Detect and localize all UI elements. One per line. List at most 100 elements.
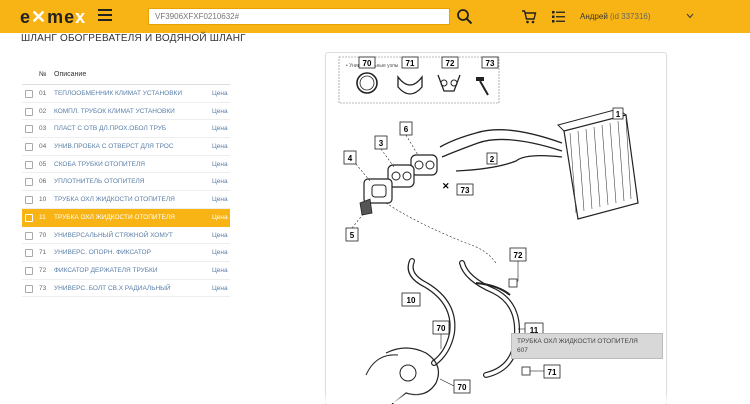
row-desc-link[interactable]: ТРУБКА ОХЛ ЖИДКОСТИ ОТОПИТЕЛЯ — [54, 196, 175, 204]
label-70[interactable]: 70 — [432, 320, 450, 335]
price-link[interactable]: Цена — [212, 90, 228, 97]
row-desc-link[interactable]: УНИВЕРС. БОЛТ СВ.Х РАДИАЛЬНЫЙ — [54, 284, 171, 292]
label-70-pump[interactable]: 70 — [453, 379, 471, 394]
diagram-drawing: • Универсальные узлы 70 71 72 73 1 2 6 3 — [338, 56, 639, 404]
label-71[interactable]: 71 — [543, 364, 561, 379]
svg-text:6: 6 — [404, 125, 409, 134]
svg-text:3: 3 — [379, 139, 384, 148]
price-link[interactable]: Цена — [212, 143, 228, 151]
chevron-down-icon[interactable] — [686, 13, 694, 19]
search-input[interactable]: VF3906XFXF0210632# — [148, 8, 450, 25]
user-menu[interactable]: Андрей (id 337316) — [580, 12, 651, 21]
row-desc-link[interactable]: КОМПЛ. ТРУБОК КЛИМАТ УСТАНОВКИ — [54, 107, 175, 115]
row-checkbox[interactable] — [25, 178, 33, 187]
row-desc-link[interactable]: СКОБА ТРУБКИ ОТОПИТЕЛЯ — [54, 160, 145, 168]
row-checkbox[interactable] — [25, 266, 33, 275]
parts-diagram: • Универсальные узлы 70 71 72 73 1 2 6 3 — [325, 52, 667, 404]
table-header: № Описание — [22, 66, 230, 85]
price-link[interactable]: Цена — [212, 196, 228, 204]
svg-text:71: 71 — [548, 368, 557, 377]
svg-text:73: 73 — [486, 59, 495, 68]
row-checkbox[interactable] — [25, 107, 33, 116]
row-desc-link[interactable]: УНИВ.ПРОБКА С ОТВЕРСТ ДЛЯ ТРОС — [54, 143, 174, 151]
label-72[interactable]: 72 — [509, 247, 527, 262]
logo-x: ✕ — [31, 7, 48, 27]
row-checkbox[interactable] — [25, 249, 33, 258]
label-4[interactable]: 4 — [343, 150, 357, 165]
price-link[interactable]: Цена — [212, 213, 228, 221]
tooltip-code: 607 — [517, 347, 528, 355]
header-desc: Описание — [54, 71, 87, 78]
svg-text:70: 70 — [437, 324, 446, 333]
label-71-top[interactable]: 71 — [401, 56, 419, 69]
row-desc-link[interactable]: ТЕПЛООБМЕННИК КЛИМАТ УСТАНОВКИ — [54, 90, 183, 97]
label-73-top[interactable]: 73 — [481, 56, 499, 69]
svg-text:71: 71 — [406, 59, 415, 68]
row-desc-link[interactable]: УНИВЕРС. ОПОРН. ФИКСАТОР — [54, 249, 151, 257]
logo[interactable]: e✕mex — [20, 7, 87, 27]
label-3[interactable]: 3 — [374, 135, 388, 150]
svg-text:73: 73 — [461, 186, 470, 195]
svg-text:10: 10 — [407, 296, 416, 305]
price-link[interactable]: Цена — [212, 231, 228, 239]
label-73[interactable]: 73 — [456, 183, 474, 196]
row-desc-link[interactable]: УНИВЕРСАЛЬНЫЙ СТЯЖНОЙ ХОМУТ — [54, 231, 173, 239]
row-desc-link[interactable]: ТРУБКА ОХЛ ЖИДКОСТИ ОТОПИТЕЛЯ — [54, 213, 175, 221]
row-checkbox[interactable] — [25, 125, 33, 134]
svg-text:2: 2 — [490, 155, 495, 164]
bottom-fade — [0, 393, 750, 403]
row-desc-link[interactable]: ФИКСАТОР ДЕРЖАТЕЛЯ ТРУБКИ — [54, 266, 158, 274]
row-checkbox[interactable] — [25, 196, 33, 205]
svg-text:5: 5 — [350, 231, 355, 240]
label-10[interactable]: 10 — [401, 292, 421, 307]
row-desc-link[interactable]: УПЛОТНИТЕЛЬ ОТОПИТЕЛЯ — [54, 178, 145, 186]
tooltip-title: ТРУБКА ОХЛ ЖИДКОСТИ ОТОПИТЕЛЯ — [517, 338, 638, 345]
price-link[interactable]: Цена — [212, 178, 228, 186]
svg-text:72: 72 — [514, 251, 523, 260]
price-link[interactable]: Цена — [212, 107, 228, 115]
row-checkbox[interactable] — [25, 284, 33, 293]
svg-text:72: 72 — [446, 59, 455, 68]
search-icon[interactable] — [456, 8, 474, 25]
svg-text:11: 11 — [530, 326, 539, 335]
menu-icon[interactable] — [98, 9, 112, 21]
row-desc-link[interactable]: ПЛАСТ С ОТВ ДЛ.ПРОХ.ОБОЛ ТРУБ — [54, 125, 167, 133]
price-link[interactable]: Цена — [212, 284, 228, 292]
row-checkbox[interactable] — [25, 160, 33, 169]
row-checkbox[interactable] — [25, 90, 33, 98]
label-2[interactable]: 2 — [486, 152, 498, 165]
label-70-top[interactable]: 70 — [358, 56, 376, 69]
svg-text:✕: ✕ — [442, 181, 450, 191]
row-checkbox[interactable] — [25, 231, 33, 240]
label-72-top[interactable]: 72 — [441, 56, 459, 69]
svg-text:1: 1 — [616, 110, 621, 119]
svg-text:4: 4 — [348, 154, 353, 163]
price-link[interactable]: Цена — [212, 125, 228, 133]
heater-core — [557, 108, 639, 220]
price-link[interactable]: Цена — [212, 160, 228, 168]
row-checkbox[interactable] — [25, 143, 33, 152]
label-6[interactable]: 6 — [399, 121, 413, 136]
cart-icon[interactable] — [521, 9, 537, 24]
page-title: ШЛАНГ ОБОГРЕВАТЕЛЯ И ВОДЯНОЙ ШЛАНГ — [21, 33, 246, 44]
label-5[interactable]: 5 — [345, 227, 359, 242]
orders-list-icon[interactable] — [551, 9, 566, 24]
price-link[interactable]: Цена — [212, 249, 228, 257]
price-link[interactable]: Цена — [212, 266, 228, 274]
top-bar: e✕mex VF3906XFXF0210632# Андрей (id 3373… — [0, 0, 750, 33]
row-checkbox[interactable] — [25, 213, 33, 222]
label-1[interactable]: 1 — [612, 107, 624, 120]
